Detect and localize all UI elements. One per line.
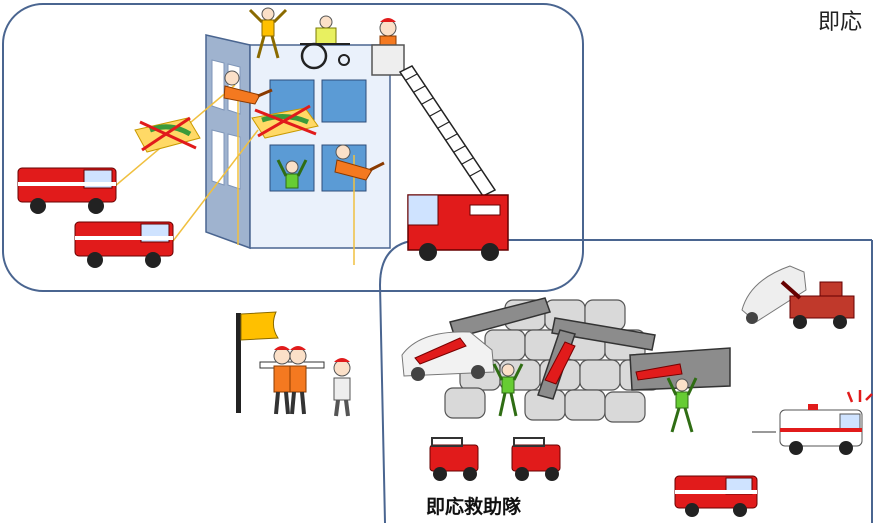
rescuer-icon — [333, 358, 351, 417]
victim-icon — [492, 363, 524, 417]
victim-icon — [666, 377, 698, 433]
rescuer-icon — [289, 346, 307, 415]
victim-icon — [276, 159, 308, 189]
rescuer-icon — [223, 70, 273, 105]
rescuer-icon — [334, 144, 385, 181]
fire-engine-icon — [407, 194, 509, 261]
unit-name-label: 即応救助隊 — [426, 496, 522, 518]
aerial-ladder-icon — [398, 65, 497, 197]
building-icon — [205, 34, 391, 250]
header-title-fragment: 即応 — [818, 10, 863, 35]
top-left-frame — [2, 3, 584, 292]
pump-truck-icon — [674, 475, 758, 517]
pump-truck-icon — [17, 167, 117, 214]
utility-vehicle-icon — [511, 437, 561, 481]
pump-truck-icon — [74, 221, 174, 268]
stretcher-icon — [251, 104, 319, 139]
crane-truck-icon — [741, 265, 855, 329]
rescuer-icon — [273, 346, 291, 415]
ladder-basket — [371, 44, 405, 76]
wheelchair-icon — [300, 15, 350, 70]
command-flag-icon — [236, 311, 279, 413]
victim-icon — [635, 363, 683, 381]
rubble-icon — [444, 299, 661, 423]
victim-icon — [248, 7, 288, 59]
victim-icon — [414, 337, 467, 365]
stretcher-icon — [134, 116, 201, 153]
victim-icon — [544, 341, 576, 385]
ambulance-icon — [752, 390, 873, 455]
crushed-car-icon — [401, 331, 495, 381]
utility-vehicle-icon — [429, 437, 479, 481]
